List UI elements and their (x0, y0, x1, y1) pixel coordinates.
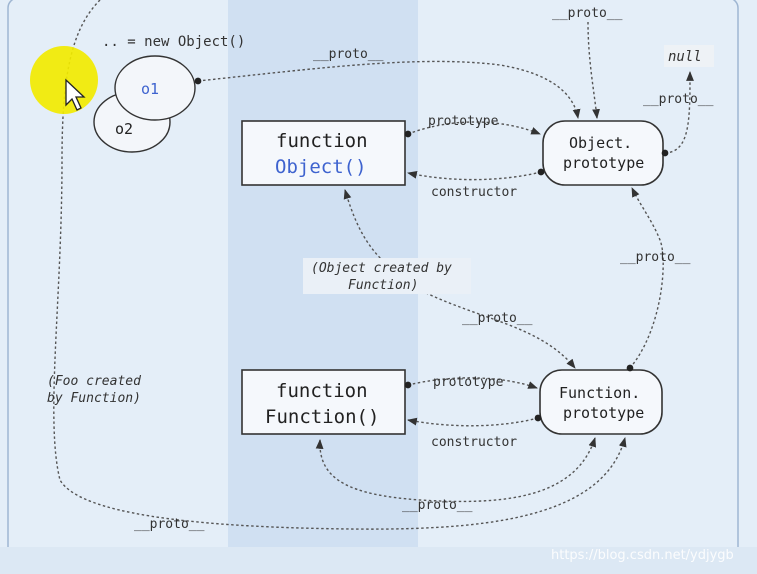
object-prototype-node (542, 120, 664, 186)
function-object-box (241, 120, 406, 186)
object-prototype-line2: prototype (563, 154, 644, 172)
function-function-box (241, 369, 406, 435)
watermark-text: https://blog.csdn.net/ydjygb (551, 548, 734, 563)
function-object-line1: function (276, 130, 368, 152)
edge-function-prototype (404, 377, 538, 389)
note-foo-created-line2: by Function) (47, 391, 141, 406)
function-prototype-line2: prototype (563, 404, 644, 422)
edge-label-funcproto-objproto: __proto__ (620, 250, 691, 265)
null-label: null (668, 49, 702, 65)
edge-label-function-constructor: constructor (431, 435, 517, 450)
note-object-created-line1: (Object created by (311, 261, 452, 276)
note-foo-created-line1: (Foo created (47, 374, 141, 389)
note-object-created (303, 258, 471, 294)
edge-label-object-funcproto: __proto__ (462, 311, 533, 326)
function-prototype-line1: Function. (559, 384, 640, 402)
mouse-pointer-icon (65, 78, 86, 111)
edge-label-function-funcproto: __proto__ (402, 498, 473, 513)
bottom-strip (0, 547, 757, 574)
edge-function-constructor (407, 414, 542, 427)
cursor-highlight (30, 46, 98, 114)
edge-object-prototype (404, 121, 541, 138)
edge-o1-proto (194, 60, 581, 119)
edge-foo-proto (53, 0, 627, 530)
header-code: .. = new Object() (102, 34, 245, 50)
edge-label-function-prototype: prototype (433, 375, 504, 390)
o1-label: o1 (141, 80, 159, 98)
null-node (664, 45, 714, 67)
edge-label-object-prototype: prototype (428, 114, 499, 129)
o2-label: o2 (115, 120, 133, 138)
function-function-line1: function (276, 380, 368, 402)
function-function-line2: Function() (265, 406, 379, 428)
edge-label-object-constructor: constructor (431, 185, 517, 200)
edge-label-objproto-null: __proto__ (643, 92, 714, 107)
edge-object-constructor (407, 168, 545, 181)
edge-function-funcproto (315, 437, 597, 503)
object-prototype-line1: Object. (569, 134, 632, 152)
edge-label-foo-proto: __proto__ (134, 517, 205, 532)
function-prototype-node (539, 369, 663, 435)
edge-objproto-null (661, 71, 694, 157)
function-object-line2: Object() (275, 156, 367, 178)
edge-label-o1-proto: __proto__ (313, 47, 384, 62)
edge-label-top-proto: __proto__ (552, 6, 623, 21)
edge-top-proto (587, 21, 600, 119)
note-object-created-line2: Function) (348, 278, 418, 293)
